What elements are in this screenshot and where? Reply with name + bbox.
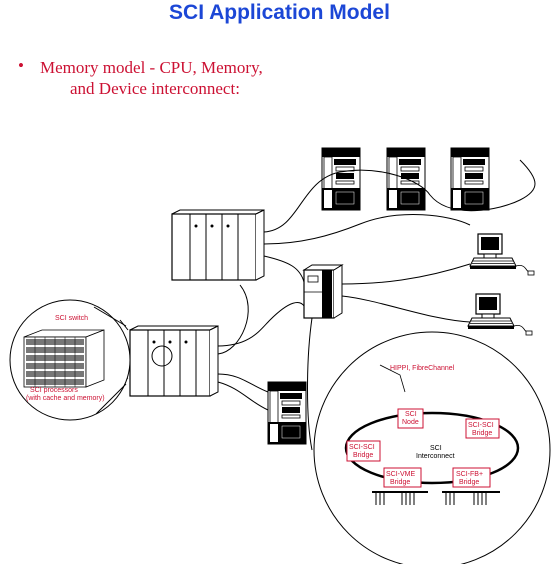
bullet-line-2: and Device interconnect: [70, 79, 240, 98]
sci-sci-bridge-left-label-2: Bridge [353, 452, 373, 459]
sci-sci-bridge-right-label-1: SCI-SCI [468, 422, 494, 429]
page-title: SCI Application Model [169, 1, 390, 24]
network-cables [117, 159, 536, 451]
sci-fb-bridge: SCI-FB+ Bridge [452, 467, 491, 488]
sci-sci-bridge-right: SCI-SCI Bridge [465, 418, 500, 439]
sci-node: SCI Node [397, 408, 424, 429]
sci-sci-bridge-right-label-2: Bridge [472, 430, 492, 437]
workstation-1 [469, 233, 535, 276]
bullet-line-1: Memory model - CPU, Memory, [40, 58, 263, 77]
sci-interconnect-zoom: HIPPI, FibreChannel SCI Node SCI-SCI Bri… [313, 331, 551, 564]
sci-switch-cabinet-bottom [129, 325, 219, 397]
processors-label-2: (with cache and memory) [26, 395, 105, 402]
sci-switch-zoom: SCI switch SCI processors (with cache an… [9, 299, 131, 421]
processor-rack [23, 329, 105, 388]
bus-lines [372, 491, 500, 505]
server-tower-1 [321, 147, 361, 211]
sci-switch-cabinet-top [171, 209, 265, 281]
server-tower-4 [267, 381, 307, 445]
sci-sci-bridge-left-label-1: SCI-SCI [349, 444, 375, 451]
server-tower-3 [450, 147, 490, 211]
sci-vme-bridge-label-2: Bridge [390, 479, 410, 486]
sci-fb-bridge-label-1: SCI-FB+ [456, 471, 483, 478]
sci-interconnect-label-2: Interconnect [416, 453, 455, 460]
sci-vme-bridge-label-1: SCI-VME [386, 471, 416, 478]
sci-ring [344, 411, 520, 485]
hippi-label: HIPPI, FibreChannel [390, 365, 455, 372]
bullet-symbol: • [18, 56, 24, 75]
sci-node-label-1: SCI [405, 411, 417, 418]
sci-fb-bridge-label-2: Bridge [459, 479, 479, 486]
sci-vme-bridge: SCI-VME Bridge [383, 467, 422, 488]
sci-node-label-2: Node [402, 419, 419, 426]
processors-label-1: SCI processors [30, 387, 78, 394]
switch-label: SCI switch [55, 315, 88, 322]
network-hub [302, 264, 344, 319]
sci-interconnect-label-1: SCI [430, 445, 442, 452]
workstation-2 [467, 293, 533, 336]
sci-sci-bridge-left: SCI-SCI Bridge [346, 440, 381, 462]
